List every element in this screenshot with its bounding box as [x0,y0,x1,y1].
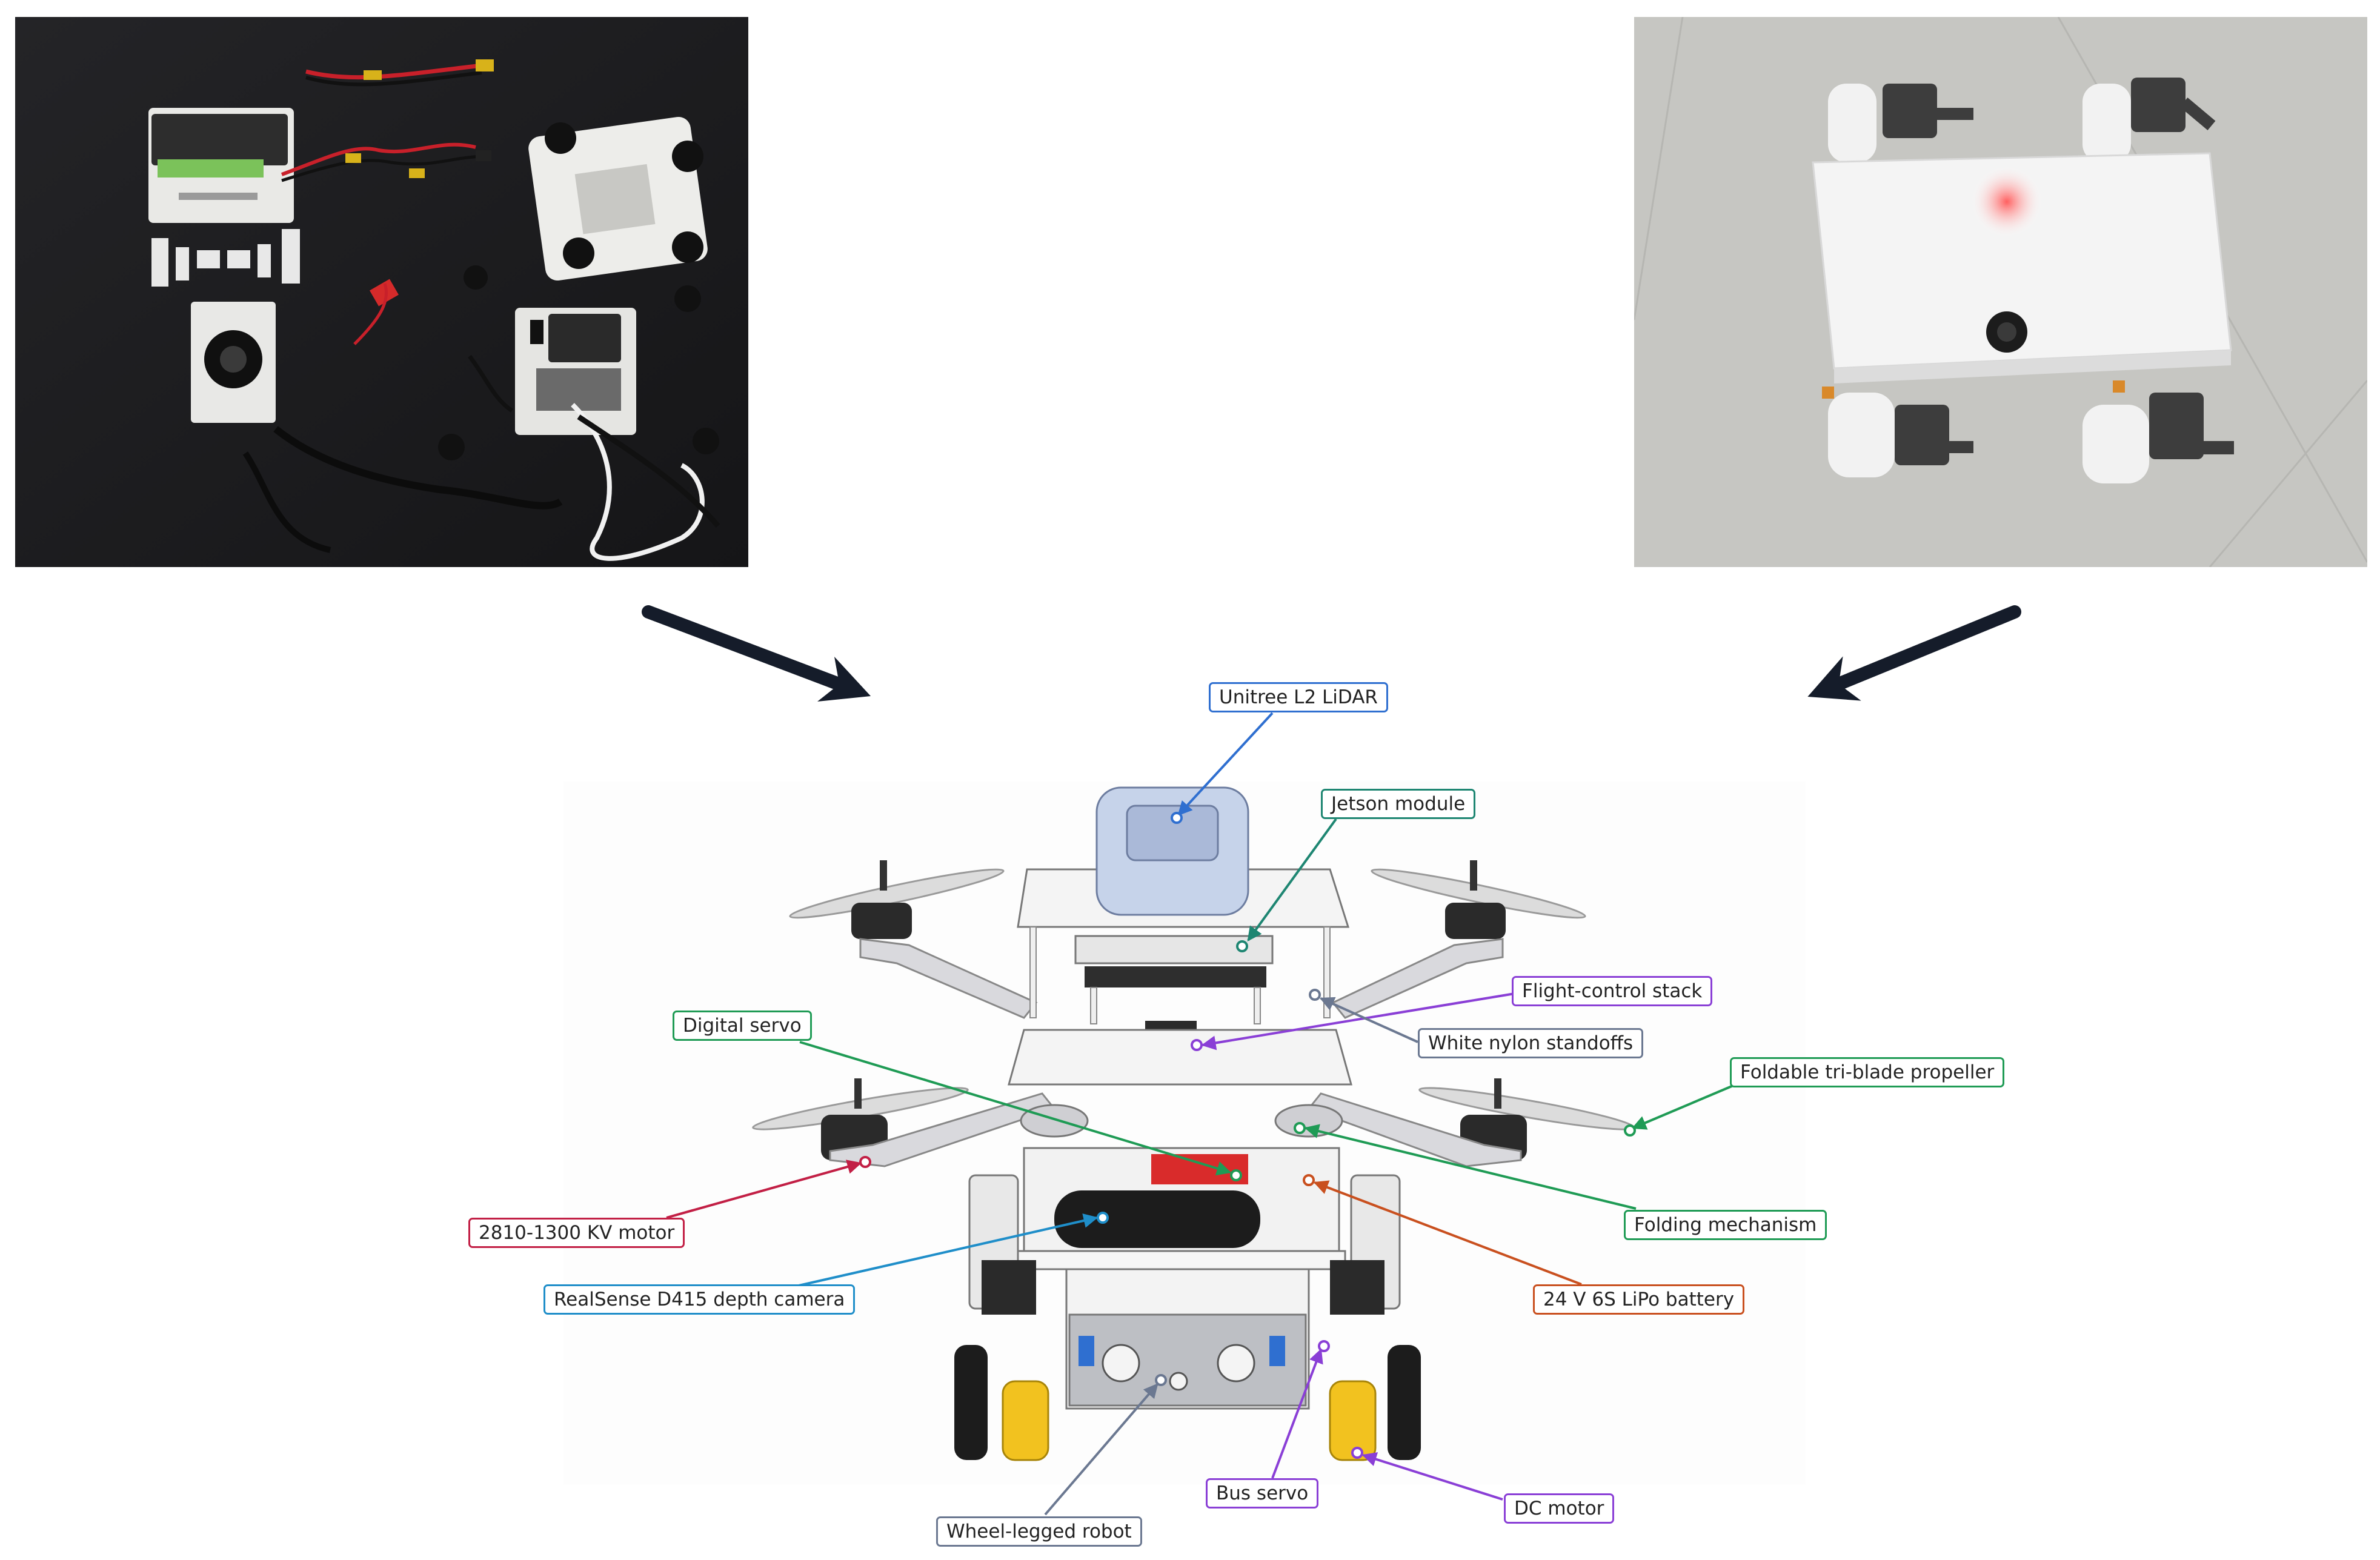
callout-flight-stack: Flight-control stack [1512,976,1713,1006]
callout-battery: 24 V 6S LiPo battery [1533,1284,1745,1315]
callout-dc-motor: DC motor [1504,1493,1615,1524]
arrow-right [1807,605,2021,701]
wheel-legged-robot-photo [1634,17,2367,567]
wheel-legged-robot-illustration [1634,17,2367,567]
component-kit-illustration [15,17,748,567]
cad-render [752,786,1635,1461]
callout-bus-servo: Bus servo [1206,1478,1319,1509]
callout-digital-servo: Digital servo [673,1011,812,1041]
arrow-left [642,605,871,702]
callout-robot: Wheel-legged robot [936,1516,1142,1547]
callout-propeller: Foldable tri-blade propeller [1730,1057,2005,1087]
callout-standoffs: White nylon standoffs [1418,1028,1644,1058]
callout-folding: Folding mechanism [1624,1210,1827,1240]
component-kit-photo [15,17,748,567]
callout-jetson: Jetson module [1321,789,1476,819]
callout-camera: RealSense D415 depth camera [543,1284,856,1315]
callout-lidar: Unitree L2 LiDAR [1209,682,1388,712]
callout-motor: 2810-1300 KV motor [468,1218,685,1248]
hybrid-robot-cad-diagram [563,782,1806,1484]
